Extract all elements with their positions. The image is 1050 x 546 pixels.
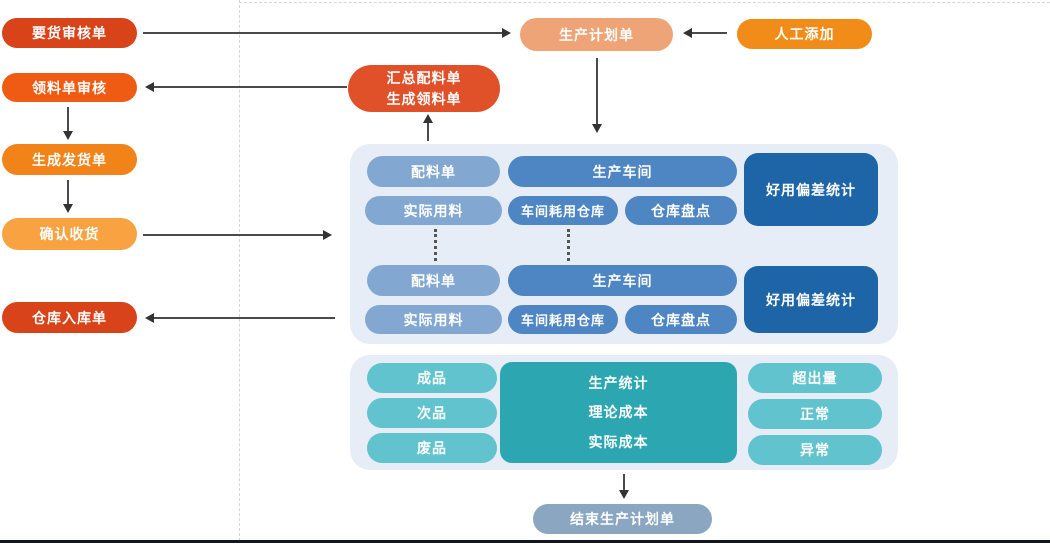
- actual-cost-label: 实际成本: [588, 434, 649, 451]
- node-workshop-consumption-warehouse-2[interactable]: 车间耗用仓库: [508, 305, 618, 334]
- node-picking-review[interactable]: 领料单审核: [2, 73, 137, 102]
- arrow-picking-to-shipment-head: [63, 131, 73, 140]
- arrow-demand-to-plan-line: [143, 32, 503, 34]
- node-actual-usage-2[interactable]: 实际用料: [365, 305, 502, 334]
- node-warehouse-stocktake-2[interactable]: 仓库盘点: [625, 305, 737, 334]
- arrow-summary-to-picking-head: [145, 82, 154, 92]
- arrow-manual-to-plan-line: [692, 32, 727, 34]
- node-consumption-deviation-stats-2[interactable]: 好用偏差统计: [744, 266, 878, 333]
- node-defective-goods[interactable]: 次品: [367, 398, 497, 428]
- node-actual-usage-1[interactable]: 实际用料: [365, 196, 502, 225]
- dotted-connector-left: [434, 229, 437, 261]
- node-end-production-plan[interactable]: 结束生产计划单: [533, 504, 712, 534]
- arrow-shipment-to-receipt-head: [63, 204, 73, 213]
- arrow-plan-to-panel-line: [596, 58, 598, 126]
- arrow-demand-to-plan-head: [502, 28, 511, 38]
- theoretical-cost-label: 理论成本: [588, 404, 649, 421]
- node-confirm-receipt[interactable]: 确认收货: [2, 218, 137, 250]
- node-ingredient-list-2[interactable]: 配料单: [367, 265, 500, 296]
- node-manual-add[interactable]: 人工添加: [737, 19, 872, 49]
- arrow-panel-to-inbound-line: [154, 317, 335, 319]
- node-scrap-goods[interactable]: 废品: [367, 433, 497, 463]
- arrow-stats-to-end-head: [619, 490, 629, 499]
- dotted-connector-right: [567, 229, 570, 261]
- summary-line2: 生成领料单: [386, 90, 462, 107]
- node-finished-goods[interactable]: 成品: [367, 363, 497, 393]
- node-normal[interactable]: 正常: [748, 399, 882, 429]
- arrow-picking-to-shipment-line: [67, 107, 69, 133]
- node-warehouse-inbound[interactable]: 仓库入库单: [2, 302, 137, 333]
- production-stats-label: 生产统计: [588, 374, 649, 391]
- arrow-receipt-to-panel-line: [143, 234, 323, 236]
- arrow-summary-to-picking-line: [154, 86, 347, 88]
- arrow-panel-to-summary-head: [423, 114, 433, 123]
- arrow-panel-to-summary-line: [427, 122, 429, 141]
- node-production-cost-stats[interactable]: 生产统计 理论成本 实际成本: [500, 362, 737, 463]
- arrow-receipt-to-panel-head: [323, 230, 332, 240]
- node-excess-amount[interactable]: 超出量: [748, 363, 882, 393]
- arrow-panel-to-inbound-head: [145, 313, 154, 323]
- node-demand-review[interactable]: 要货审核单: [2, 18, 137, 48]
- arrow-stats-to-end-line: [623, 474, 625, 492]
- node-consumption-deviation-stats-1[interactable]: 好用偏差统计: [744, 153, 878, 226]
- arrow-manual-to-plan-head: [683, 28, 692, 38]
- arrow-plan-to-panel-head: [592, 124, 602, 133]
- arrow-shipment-to-receipt-line: [67, 180, 69, 206]
- node-warehouse-stocktake-1[interactable]: 仓库盘点: [625, 196, 737, 225]
- node-ingredient-list-1[interactable]: 配料单: [367, 156, 500, 187]
- node-summary-picking[interactable]: 汇总配料单 生成领料单: [348, 65, 500, 112]
- node-production-plan[interactable]: 生产计划单: [520, 18, 673, 51]
- node-workshop-consumption-warehouse-1[interactable]: 车间耗用仓库: [508, 196, 618, 225]
- node-abnormal[interactable]: 异常: [748, 435, 882, 465]
- vertical-dashed-separator: [239, 0, 240, 541]
- bottom-bar: [0, 540, 1050, 543]
- node-workshop-2[interactable]: 生产车间: [508, 265, 737, 296]
- summary-line1: 汇总配料单: [386, 70, 462, 87]
- node-workshop-1[interactable]: 生产车间: [508, 156, 737, 187]
- node-create-shipment[interactable]: 生成发货单: [2, 144, 137, 175]
- top-dashed-separator: [239, 2, 1050, 3]
